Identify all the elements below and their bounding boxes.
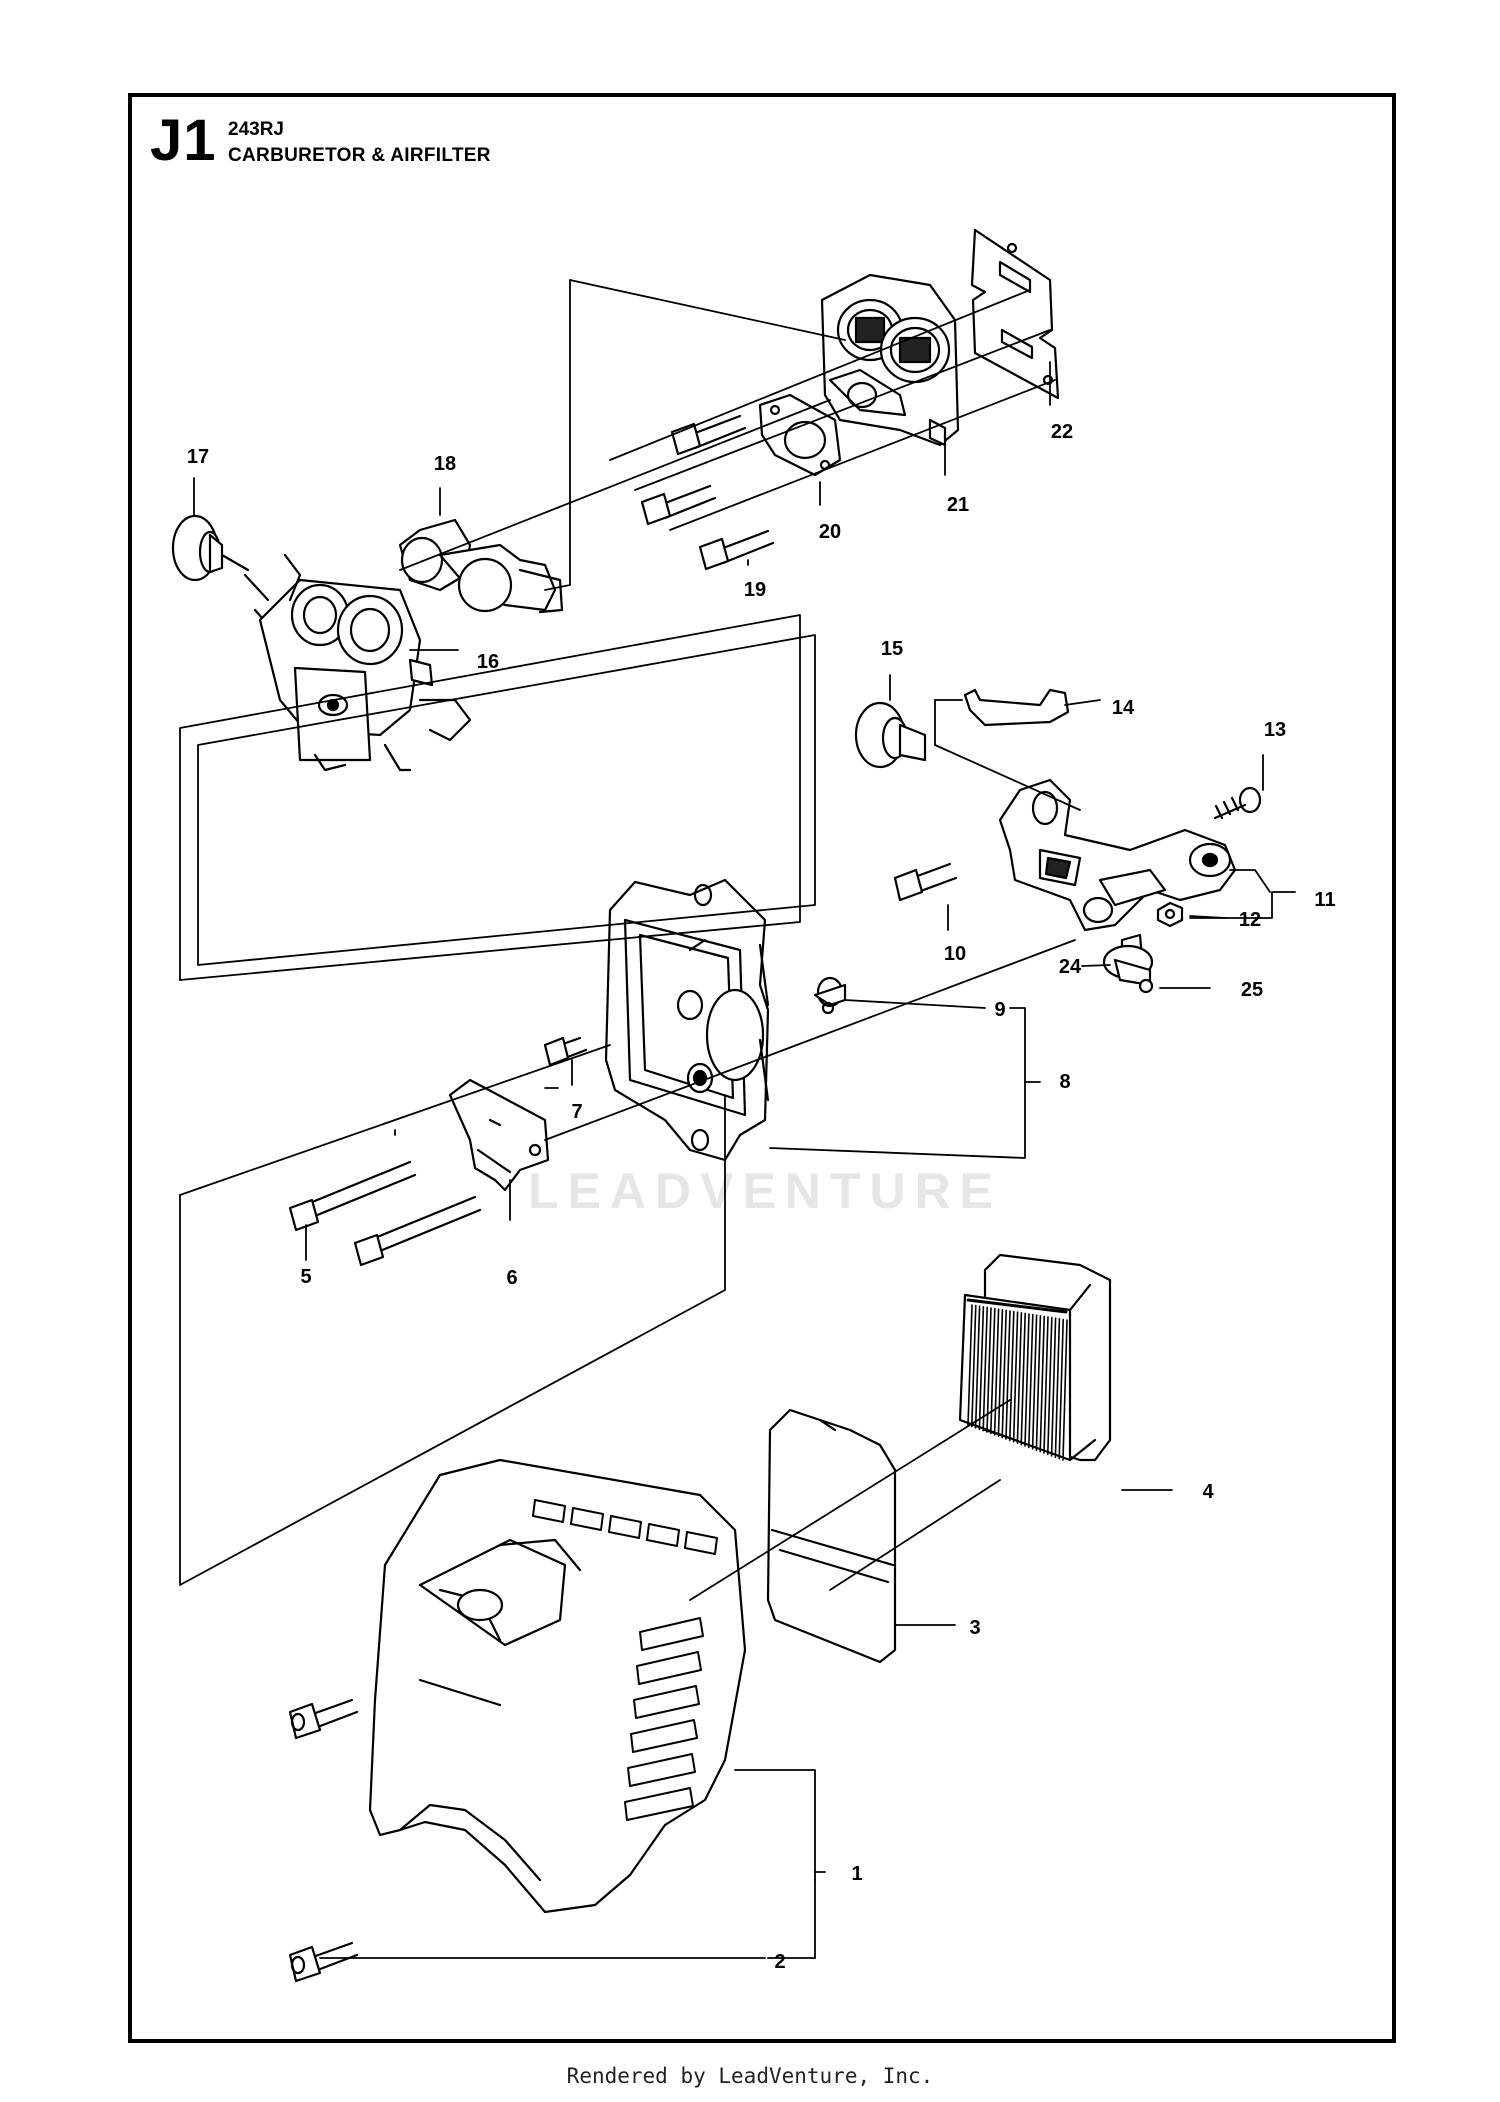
callout-8: 8 <box>1059 1071 1071 1093</box>
cable-clip-part-14 <box>963 688 1070 727</box>
diagram-code: J1 <box>150 108 217 173</box>
callout-2: 2 <box>774 1951 786 1973</box>
callout-11: 11 <box>1314 889 1336 911</box>
callout-22: 22 <box>1050 421 1074 443</box>
choke-plate-part-6 <box>448 1078 550 1192</box>
callout-13: 13 <box>1263 719 1287 741</box>
intake-hoses-part-18 <box>398 518 564 614</box>
footer-credit: Rendered by LeadVenture, Inc. <box>566 2064 934 2088</box>
screws-part-19 <box>640 414 775 571</box>
callout-5: 5 <box>300 1266 312 1288</box>
callout-4: 4 <box>1202 1481 1214 1503</box>
screw-part-13 <box>1213 786 1262 820</box>
diagram-frame <box>128 93 1396 2043</box>
callout-1: 1 <box>851 1863 863 1885</box>
callout-6: 6 <box>506 1267 518 1289</box>
screw-part-10 <box>893 862 958 902</box>
pre-filter-part-3 <box>766 1408 897 1664</box>
callout-leader-lines <box>193 361 1296 1959</box>
bolts-part-5 <box>288 1160 482 1267</box>
watermark: LEADVENTURE <box>528 1163 1003 1219</box>
adjuster-parts-24-25 <box>1102 933 1154 994</box>
model-number: 243RJ <box>228 119 284 140</box>
callout-25: 25 <box>1240 979 1264 1001</box>
callout-14: 14 <box>1111 697 1135 719</box>
callout-18: 18 <box>433 453 457 475</box>
callout-21: 21 <box>946 494 970 516</box>
section-title: CARBURETOR & AIRFILTER <box>228 145 491 166</box>
throttle-cable-fitting-part-15 <box>854 701 927 769</box>
callout-7: 7 <box>571 1101 583 1123</box>
callout-19: 19 <box>743 579 767 601</box>
assembly-guide-lines <box>179 279 1081 1601</box>
flange-gasket-part-20 <box>758 393 842 477</box>
callout-15: 15 <box>880 638 904 660</box>
air-filter-part-4 <box>958 1253 1112 1462</box>
carburetor-part-16 <box>258 553 472 772</box>
throttle-bracket-part-11 <box>998 778 1237 932</box>
cover-screws-part-2 <box>288 1698 359 1983</box>
air-filter-cover-part-1 <box>368 1458 747 1914</box>
plug-part-9 <box>813 976 847 1015</box>
callout-10: 10 <box>943 943 967 965</box>
air-filter-base-part-8 <box>604 878 770 1162</box>
screw-part-7 <box>543 1036 588 1067</box>
intake-gasket-part-22 <box>970 228 1060 400</box>
callout-24: 24 <box>1058 956 1082 978</box>
callout-16: 16 <box>476 651 500 673</box>
callout-9: 9 <box>994 999 1006 1021</box>
nut-part-12 <box>1156 901 1184 928</box>
callout-20: 20 <box>818 521 842 543</box>
callout-12: 12 <box>1238 909 1262 931</box>
callout-17: 17 <box>186 446 210 468</box>
intake-manifold-part-21 <box>820 273 960 447</box>
primer-bulb-part-17 <box>171 514 292 652</box>
callout-3: 3 <box>969 1617 981 1639</box>
